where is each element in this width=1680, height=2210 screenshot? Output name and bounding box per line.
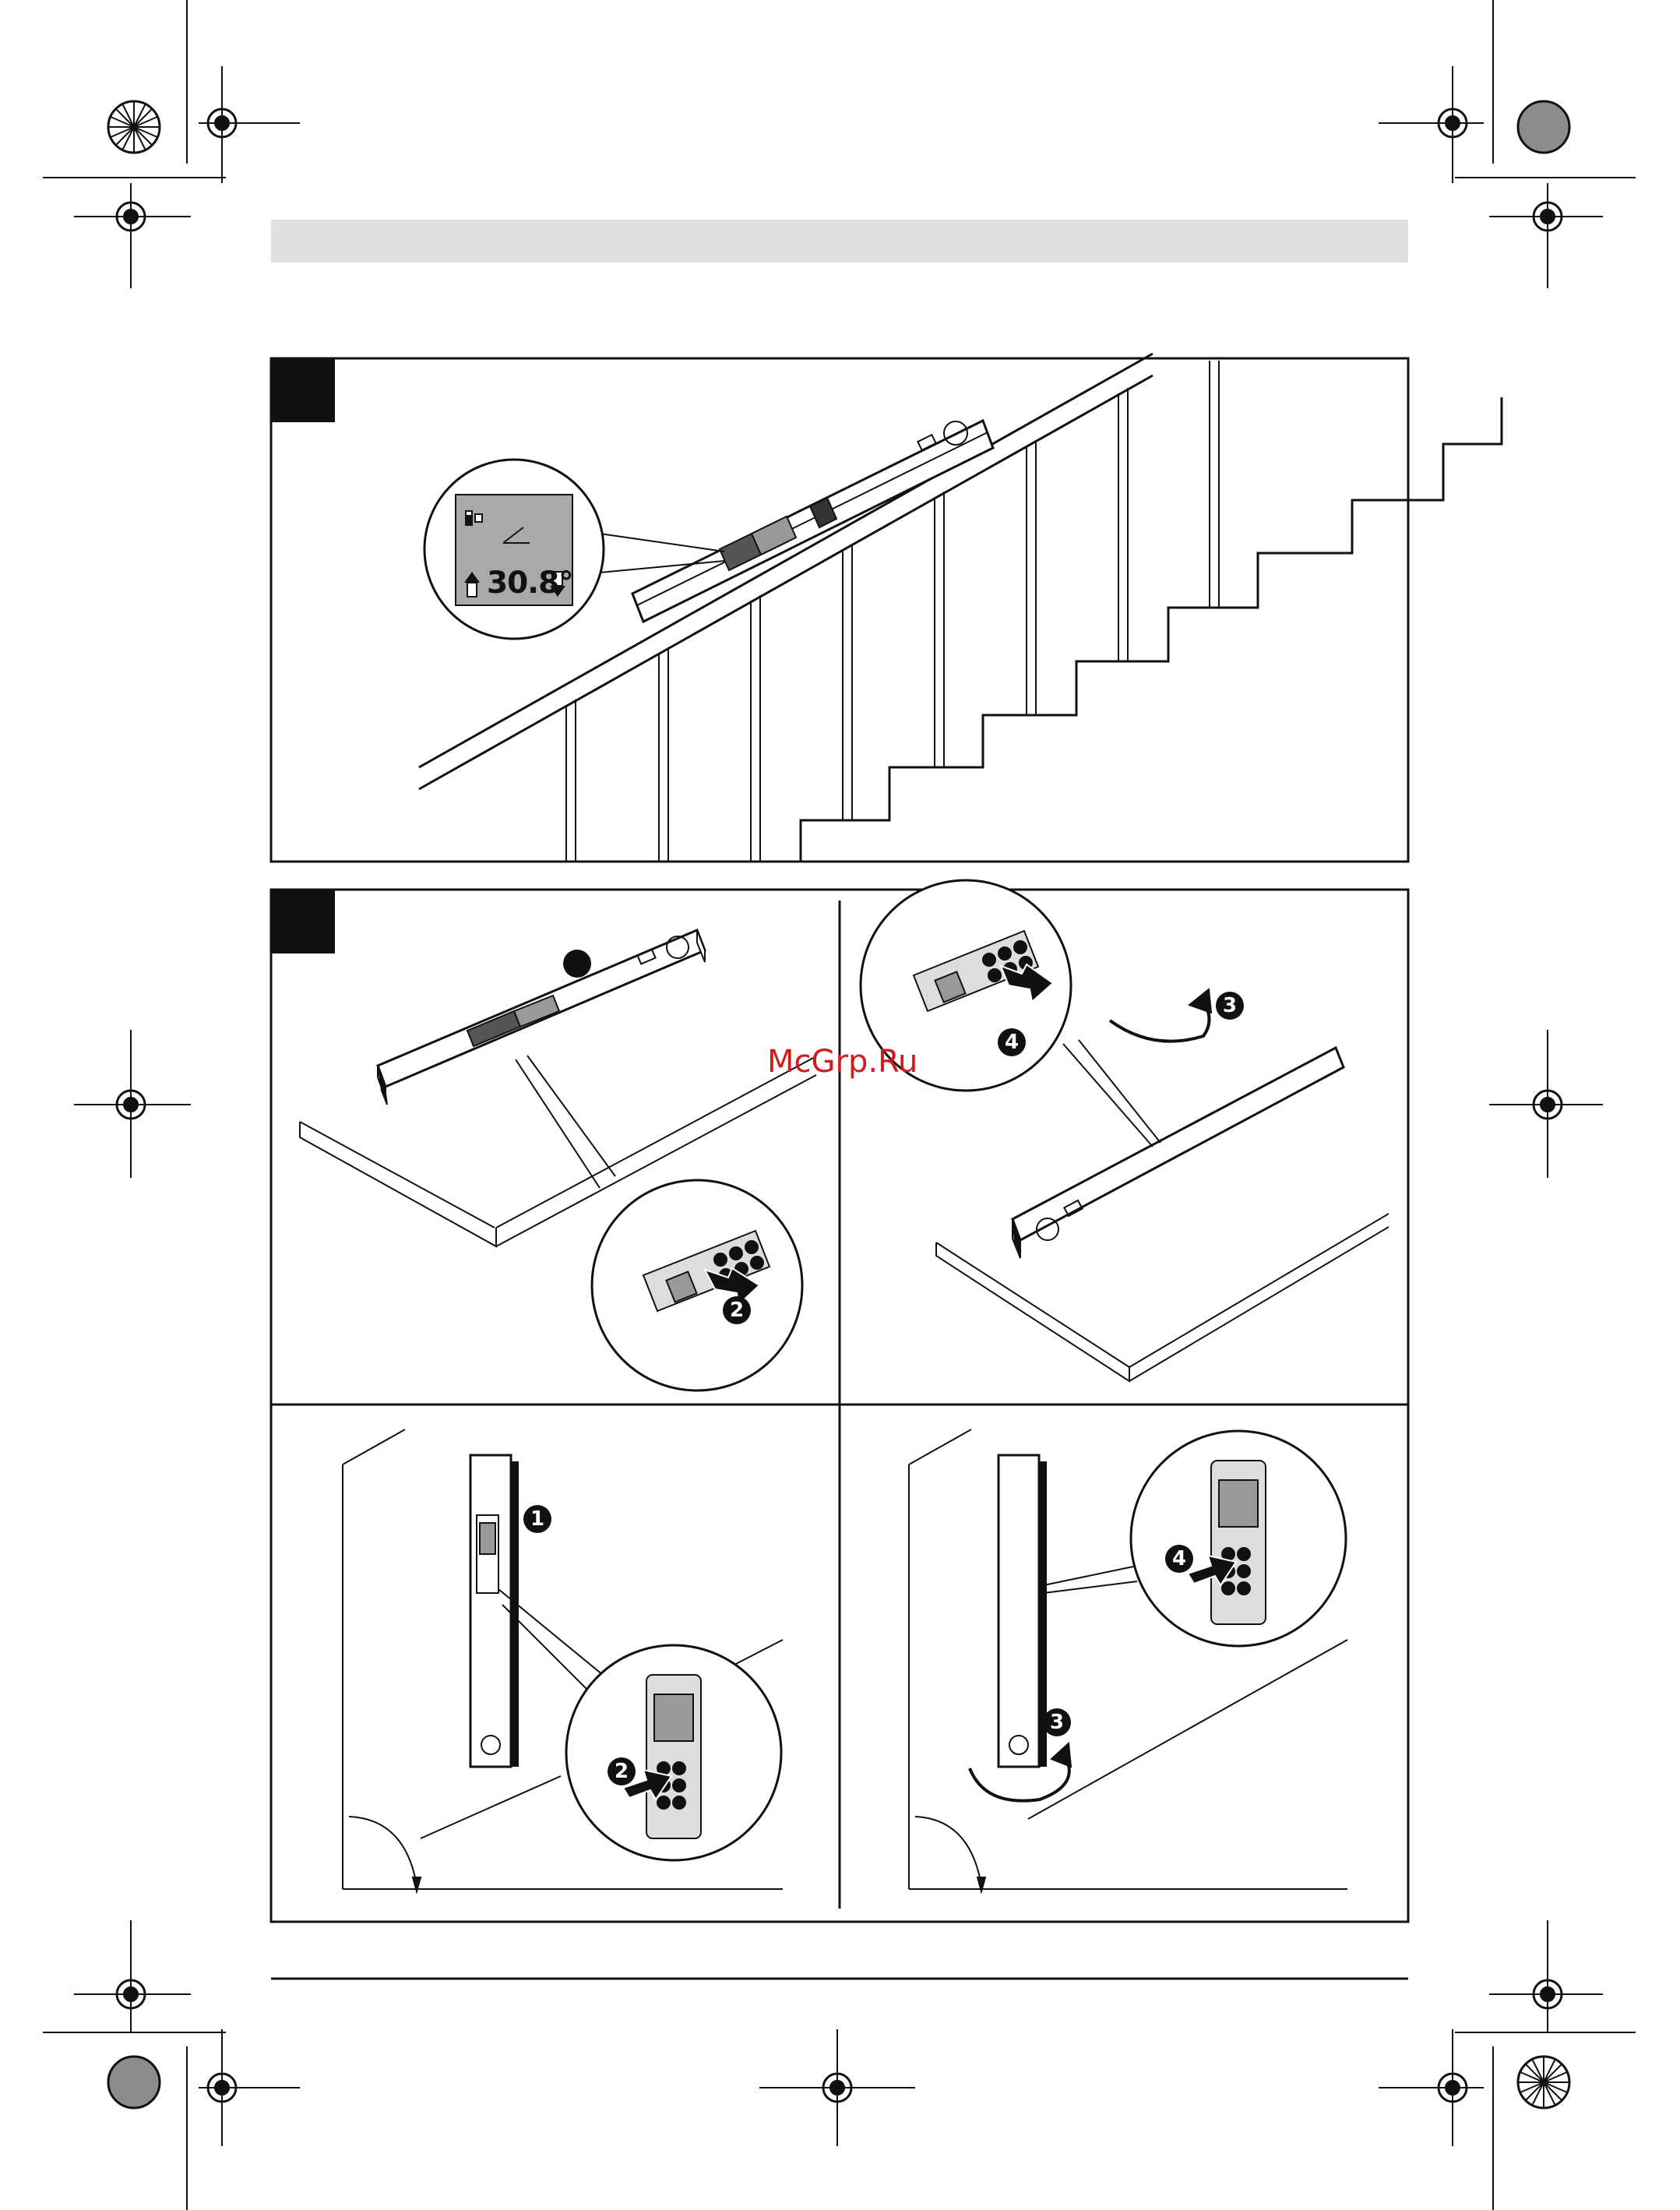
panel-step-3-4 [861,880,1389,1381]
crosshair-icon [1379,66,1484,183]
panel-step-1-2-vertical [343,1429,783,1891]
step-2-badge: 2 [723,1296,751,1324]
angle-readout: 30.8° [487,566,573,601]
crosshair-icon [1379,2029,1484,2146]
watermark-text: McGrp.Ru [767,1044,917,1080]
step-3-badge: 3 [1216,992,1244,1020]
crosshair-icon [1489,1030,1603,1178]
star-target-icon [1518,2057,1569,2108]
gray-disc-icon [1518,101,1569,153]
crosshair-icon [759,2029,915,2146]
angle-marker [915,1817,981,1885]
crosshair-icon [74,1030,191,1178]
registration-marks-bottom [43,1920,1636,2210]
crosshair-icon [1489,1920,1603,2033]
header-band [271,220,1408,263]
crosshair-icon [74,1920,191,2033]
figure-b-calibration [271,880,1408,1922]
panel-step-3-4-vertical [909,1429,1347,1891]
figure-a-label-box [271,358,335,422]
step-1-badge: 1 [523,1505,551,1533]
star-target-icon [108,101,160,153]
crosshair-icon [199,66,300,183]
step-3-badge: 3 [1043,1708,1071,1736]
spirit-level-on-rail [632,421,993,622]
crosshair-icon [1489,183,1603,288]
figure-b-label-box [271,890,335,953]
crosshair-icon [74,183,191,288]
figure-a-stair-measurement [271,354,1502,862]
step-4-badge: 4 [1165,1545,1193,1573]
step-2-badge: 2 [608,1757,636,1785]
step-4-badge: 4 [998,1028,1026,1056]
reference-dot [563,950,591,978]
gray-disc-icon [108,2057,160,2108]
angle-marker [349,1817,417,1885]
crosshair-icon [199,2029,300,2146]
